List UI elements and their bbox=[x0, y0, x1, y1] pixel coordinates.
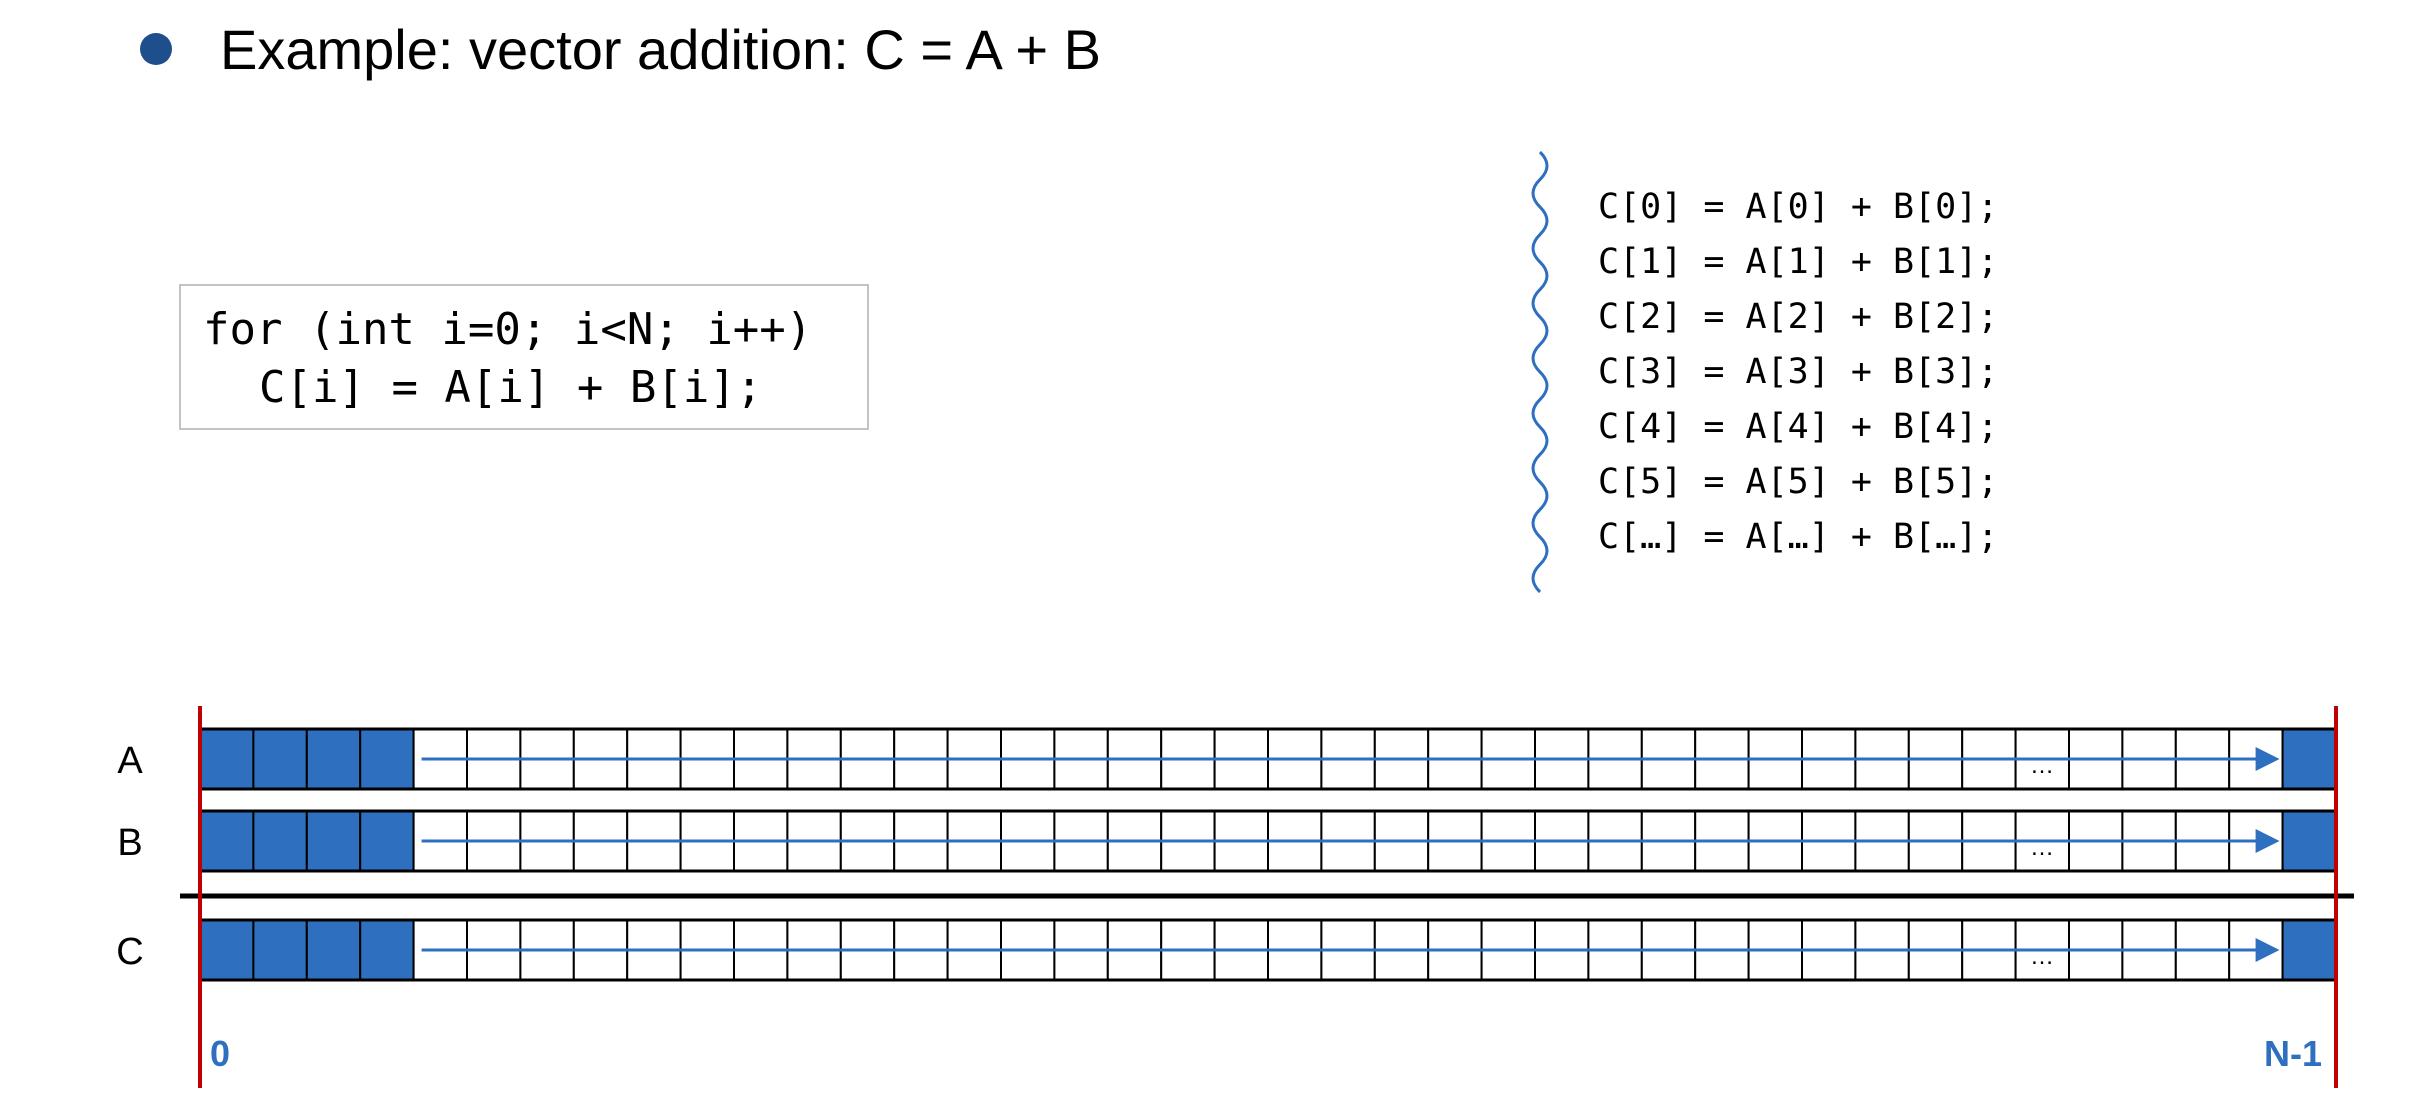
array-cell bbox=[252, 810, 308, 872]
unrolled-line: C[2] = A[2] + B[2]; bbox=[1598, 297, 1999, 337]
array-cell bbox=[359, 728, 415, 790]
array-cell bbox=[2281, 728, 2338, 790]
arrays-group: … A … B … C 0 N-1 bbox=[116, 706, 2354, 1088]
unrolled-line: C[1] = A[1] + B[1]; bbox=[1598, 242, 1999, 282]
unrolled-line: C[4] = A[4] + B[4]; bbox=[1598, 407, 1999, 447]
unrolled-line: C[3] = A[3] + B[3]; bbox=[1598, 352, 1999, 392]
title-row: Example: vector addition: C = A + B bbox=[140, 14, 1101, 84]
array-label: A bbox=[117, 740, 143, 782]
bullet-icon bbox=[140, 33, 172, 65]
loop-body-line: C[i] = A[i] + B[i]; bbox=[259, 362, 763, 413]
array-cell bbox=[305, 810, 362, 872]
slide-title: Example: vector addition: C = A + B bbox=[220, 17, 1101, 81]
array-label: B bbox=[117, 822, 142, 864]
index-end-label: N-1 bbox=[2264, 1033, 2322, 1074]
array-label: C bbox=[116, 931, 143, 973]
array-cell bbox=[305, 728, 362, 790]
unrolled-line: C[5] = A[5] + B[5]; bbox=[1598, 462, 1999, 502]
array-cell bbox=[199, 810, 255, 872]
array-cell bbox=[359, 919, 415, 981]
ellipsis-label: … bbox=[2030, 943, 2054, 970]
loop-header-line: for (int i=0; i<N; i++) bbox=[203, 304, 813, 355]
array-cell bbox=[2281, 919, 2338, 981]
array-cell bbox=[359, 810, 415, 872]
array-cell bbox=[2281, 810, 2338, 872]
wavy-brace-icon bbox=[1531, 150, 1549, 594]
array-cell bbox=[199, 919, 255, 981]
ellipsis-label: … bbox=[2030, 752, 2054, 779]
unrolled-line: C[0] = A[0] + B[0]; bbox=[1598, 187, 1999, 227]
array-cell bbox=[252, 919, 308, 981]
array-cell bbox=[305, 919, 362, 981]
array-cell bbox=[252, 728, 308, 790]
array-cell bbox=[199, 728, 255, 790]
unrolled-statements: C[0] = A[0] + B[0]; C[1] = A[1] + B[1]; … bbox=[1598, 180, 1998, 565]
loop-code-box: for (int i=0; i<N; i++) C[i] = A[i] + B[… bbox=[179, 284, 869, 430]
index-start-label: 0 bbox=[210, 1033, 230, 1074]
ellipsis-label: … bbox=[2030, 834, 2054, 861]
unrolled-line: C[…] = A[…] + B[…]; bbox=[1598, 517, 1999, 557]
